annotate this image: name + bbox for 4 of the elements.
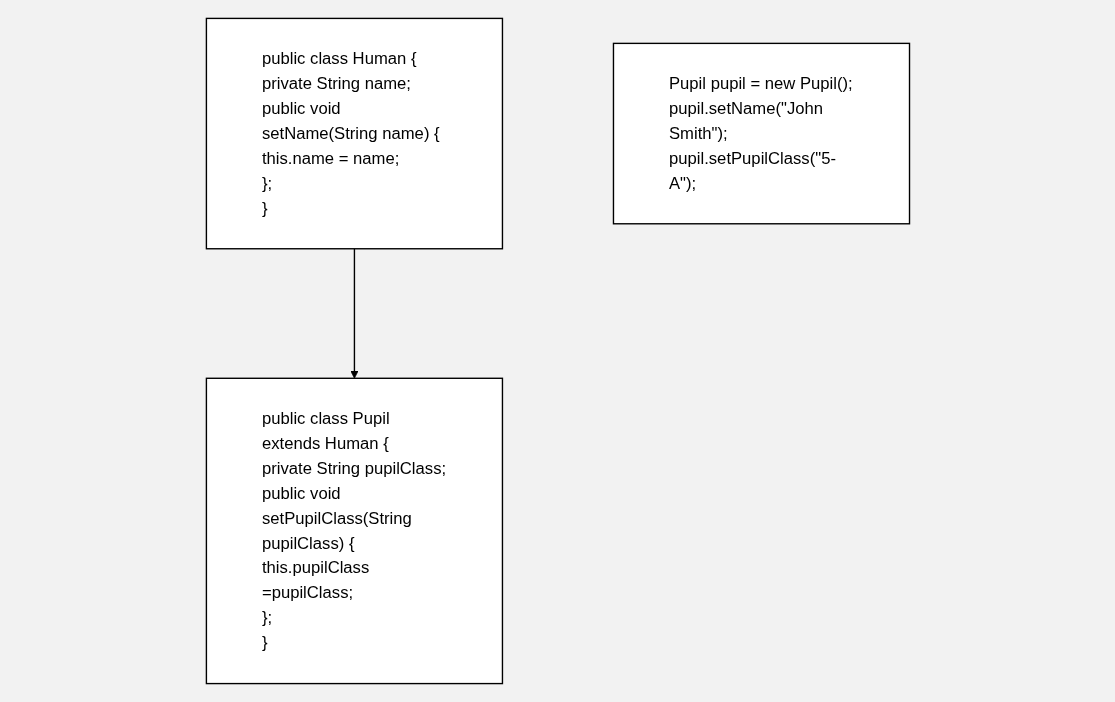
node-box: public class Human { private String name; public void setName(String name) { this.name = name; }; } (205, 17, 503, 250)
arrow (349, 248, 359, 379)
node-box: Pupil pupil = new Pupil(); pupil.setName("John Smith"); pupil.setPupilClass("5-A"); (612, 42, 910, 225)
node-box: public class Pupil extends Human { private String pupilClass; public void setPupilClass(String pupilClass) { this.pupilClass =pupilClass; }; } (205, 377, 503, 685)
